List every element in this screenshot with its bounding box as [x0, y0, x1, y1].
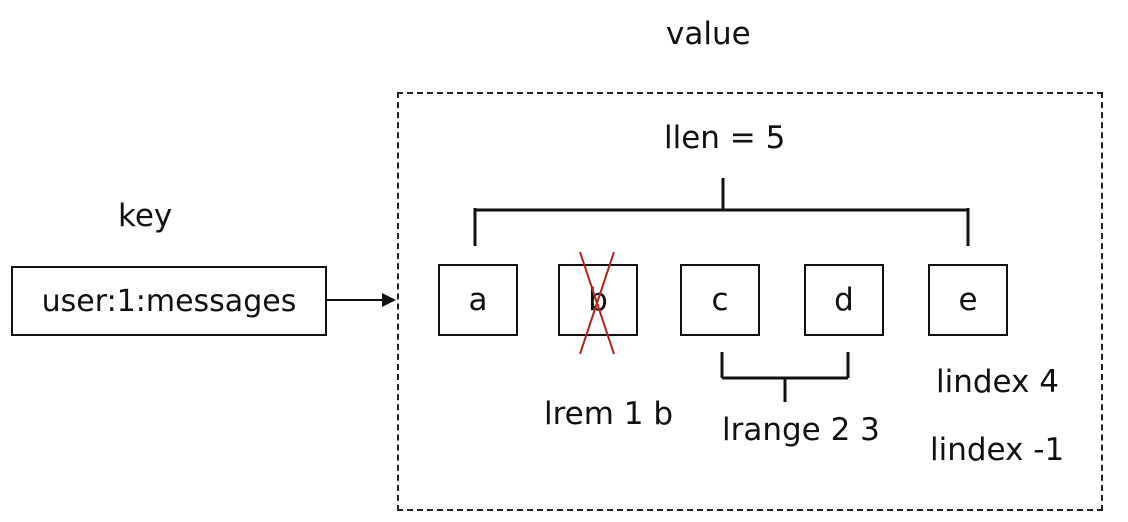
element-label: d — [834, 282, 854, 318]
value-region — [397, 92, 1103, 511]
element-label: b — [588, 282, 608, 318]
element-label: a — [468, 282, 488, 318]
key-title: key — [118, 198, 173, 234]
key-name: user:1:messages — [41, 283, 297, 319]
list-element-b-removed: b — [558, 264, 638, 336]
list-element-e: e — [928, 264, 1008, 336]
element-label: e — [958, 282, 978, 318]
value-title: value — [666, 16, 751, 52]
lindex-positive-label: lindex 4 — [936, 364, 1060, 400]
list-element-c: c — [680, 264, 760, 336]
lrem-label: lrem 1 b — [544, 396, 674, 432]
list-element-d: d — [804, 264, 884, 336]
llen-label: llen = 5 — [664, 120, 786, 156]
element-label: c — [711, 282, 729, 318]
lindex-negative-label: lindex -1 — [930, 432, 1065, 468]
key-box: user:1:messages — [11, 266, 327, 336]
list-element-a: a — [438, 264, 518, 336]
arrowhead-icon — [382, 293, 396, 307]
lrange-label: lrange 2 3 — [722, 412, 880, 448]
